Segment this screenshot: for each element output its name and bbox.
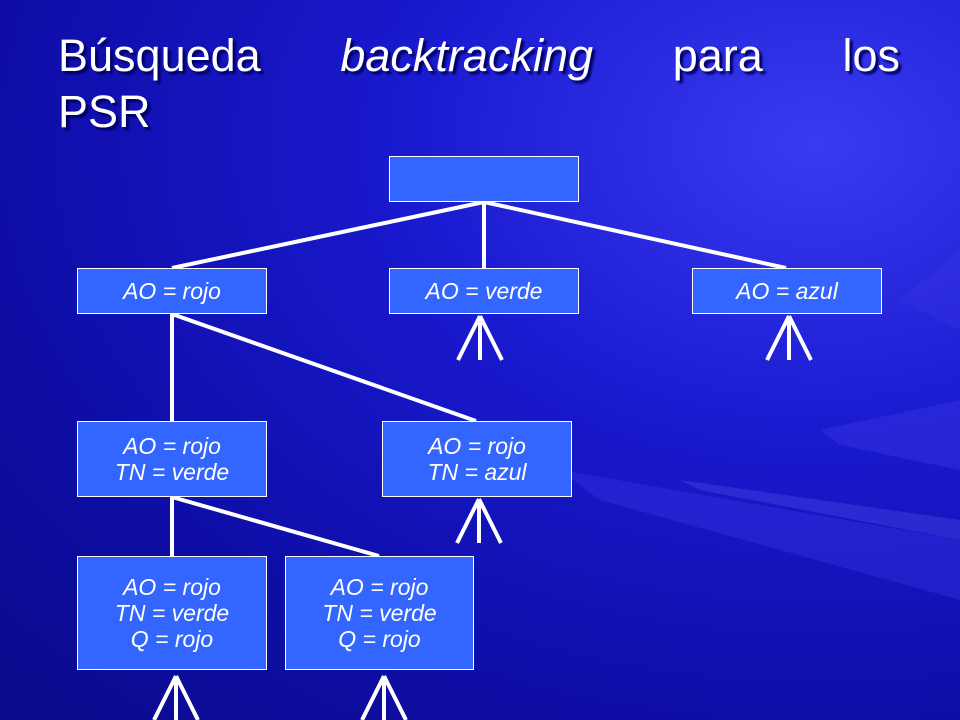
node-assignment-line: AO = rojo: [330, 574, 429, 600]
node-assignment-line: Q = rojo: [130, 626, 214, 652]
expansion-marker-tn-azul: [455, 498, 503, 544]
node-assignment-line: TN = verde: [114, 600, 230, 626]
node-assignment-line: AO = rojo: [123, 574, 221, 600]
edge-ao-rojo-tn-azul: [171, 312, 477, 423]
node-assignment-line: TN = verde: [114, 459, 230, 485]
tree-node-root: [389, 156, 579, 202]
node-assignment-line: AO = verde: [425, 278, 543, 304]
tree-node-ao-rojo: AO = rojo: [77, 268, 267, 314]
edge-root-ao-rojo: [171, 200, 485, 270]
node-assignment-line: AO = rojo: [123, 278, 221, 304]
title-word-para: para: [672, 30, 763, 81]
title-line-2: PSR: [58, 86, 151, 137]
title-line-1: Búsqueda backtracking para los: [58, 28, 900, 84]
expansion-marker-q-rojo-1: [152, 675, 200, 720]
slide-title: Búsqueda backtracking para los PSR: [58, 28, 900, 140]
node-assignment-line: Q = rojo: [338, 626, 421, 652]
expansion-marker-ao-verde: [456, 315, 504, 361]
node-assignment-line: AO = rojo: [123, 433, 221, 459]
expansion-marker-q-rojo-2: [360, 675, 408, 720]
node-assignment-line: AO = rojo: [428, 433, 526, 459]
node-assignment-line: AO = azul: [736, 278, 838, 304]
expansion-marker-ao-azul: [765, 315, 813, 361]
edge-root-ao-azul: [483, 200, 787, 270]
node-assignment-line: TN = verde: [322, 600, 437, 626]
title-word-los: los: [842, 30, 900, 81]
node-assignment-line: TN = azul: [427, 459, 527, 485]
title-word-busqueda: Búsqueda: [58, 30, 261, 81]
tree-node-ao-verde: AO = verde: [389, 268, 579, 314]
edge-tn-verde-q-rojo-2: [171, 495, 380, 558]
title-word-backtracking: backtracking: [340, 30, 593, 81]
tree-node-ao-azul: AO = azul: [692, 268, 882, 314]
